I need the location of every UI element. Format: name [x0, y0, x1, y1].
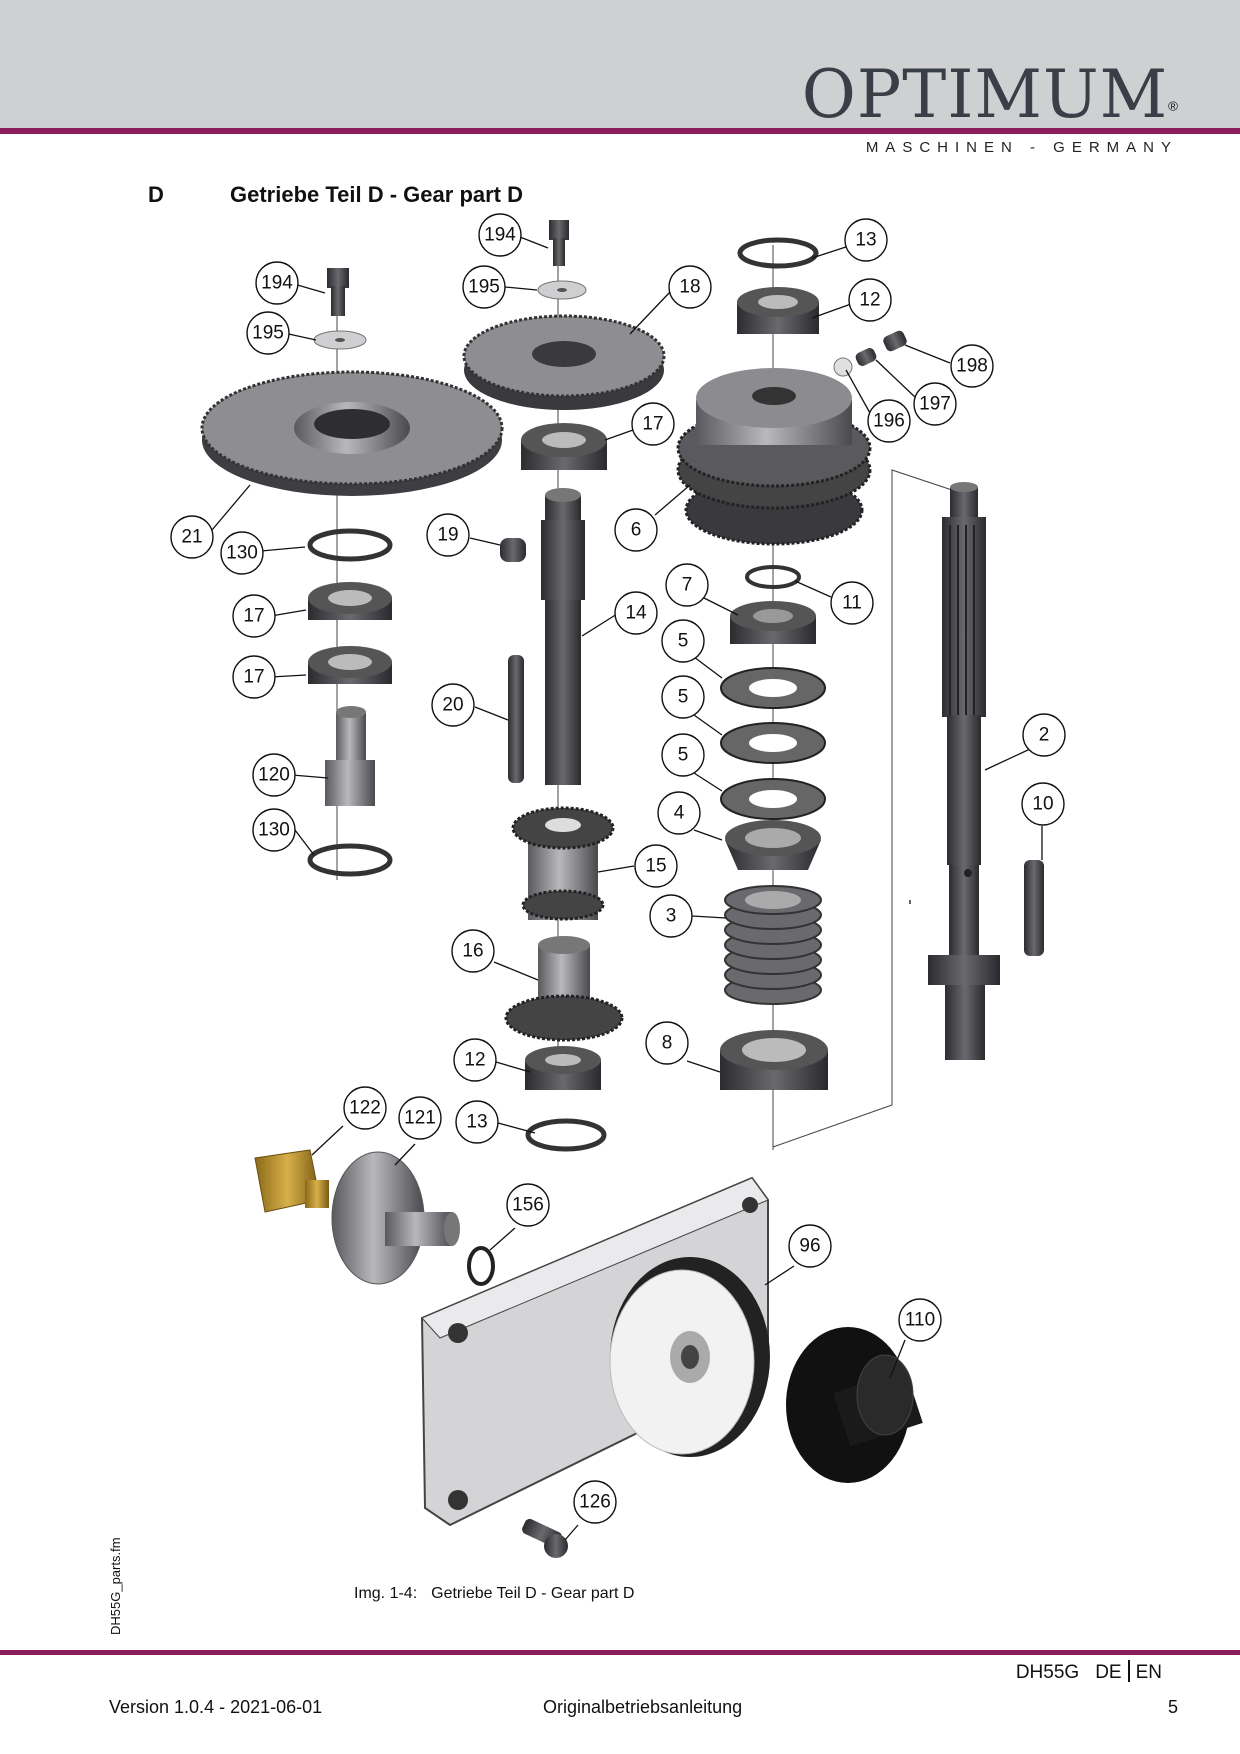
part-label: 5 — [678, 745, 689, 766]
part-label: 198 — [956, 356, 988, 377]
part-label: 130 — [258, 820, 290, 841]
leader-lines — [211, 236, 1043, 1541]
section-title: Getriebe Teil D - Gear part D — [230, 182, 524, 207]
lang-de: DE — [1095, 1662, 1122, 1683]
lang-en: EN — [1135, 1662, 1162, 1683]
header-rule — [0, 128, 1240, 134]
header-band — [0, 0, 1240, 128]
bottom-assembly — [254, 1149, 923, 1558]
part-label: 130 — [226, 543, 258, 564]
part-label: 196 — [873, 411, 905, 432]
part-label: 126 — [579, 1492, 611, 1513]
part-label: 110 — [905, 1310, 935, 1331]
part-label: 17 — [243, 667, 264, 688]
part-label: 3 — [666, 906, 677, 927]
part-label: 18 — [679, 277, 700, 298]
part-label: 2 — [1039, 725, 1050, 746]
part-label: 11 — [842, 593, 862, 614]
section-letter: D — [148, 182, 164, 207]
part-label: 195 — [468, 277, 500, 298]
part-label: 12 — [859, 290, 880, 311]
logo-subtitle: MASCHINEN - GERMANY — [865, 139, 1178, 156]
part-label: 7 — [682, 575, 693, 596]
part-label: 14 — [625, 603, 647, 624]
exploded-gear-diagram: 194 195 21 130 17 17 120 130 194 195 18 … — [170, 213, 1066, 1558]
part-label: 8 — [662, 1033, 673, 1054]
footer-model: DH55G DE EN — [1016, 1660, 1162, 1684]
part-label: 5 — [678, 687, 689, 708]
brand-logo: OPTIMUM® — [802, 62, 1178, 128]
part-label: 13 — [855, 230, 876, 251]
part-label: 15 — [645, 856, 666, 877]
part-label: 13 — [466, 1112, 487, 1133]
left-stack — [200, 268, 504, 877]
part-label: 122 — [349, 1098, 381, 1119]
part-label: 120 — [258, 765, 290, 786]
logo-text: OPTIMUM — [801, 56, 1169, 133]
page-number: 5 — [1167, 1697, 1178, 1717]
right-stack — [676, 237, 1044, 1090]
part-label: 19 — [437, 525, 458, 546]
part-label: 96 — [799, 1236, 820, 1257]
middle-stack — [462, 220, 666, 1152]
part-label: 16 — [462, 941, 483, 962]
part-label: 5 — [678, 631, 689, 652]
part-label: 20 — [442, 695, 463, 716]
footer-version: Version 1.0.4 - 2021-06-01 — [109, 1697, 323, 1717]
part-label: 197 — [919, 394, 951, 415]
part-label: 12 — [464, 1050, 485, 1071]
part-label: 4 — [674, 803, 685, 824]
part-label: 194 — [261, 273, 293, 294]
side-filename: DH55G_parts.fm — [108, 1537, 123, 1635]
footer-doc-type: Originalbetriebsanleitung — [543, 1697, 743, 1717]
model-name: DH55G — [1015, 1662, 1080, 1683]
lang-separator — [1127, 1660, 1130, 1682]
part-label: 17 — [243, 606, 264, 627]
caption-label: Img. 1-4: — [354, 1585, 418, 1602]
part-label: 156 — [512, 1195, 544, 1216]
caption-text: Getriebe Teil D - Gear part D — [431, 1585, 635, 1602]
part-label: 21 — [181, 527, 202, 548]
part-label: 194 — [484, 225, 516, 246]
footer-rule — [0, 1650, 1240, 1655]
figure-caption: Img. 1-4: Getriebe Teil D - Gear part D — [354, 1585, 634, 1603]
part-label: 6 — [631, 520, 642, 541]
part-label: 17 — [642, 414, 663, 435]
callout-labels: 194 195 21 130 17 17 120 130 194 195 18 … — [181, 225, 1053, 1513]
registered-mark: ® — [1168, 98, 1178, 114]
part-label: 195 — [252, 323, 284, 344]
part-label: 121 — [404, 1108, 436, 1129]
callouts — [170, 213, 1066, 1524]
part-label: 10 — [1032, 794, 1053, 815]
